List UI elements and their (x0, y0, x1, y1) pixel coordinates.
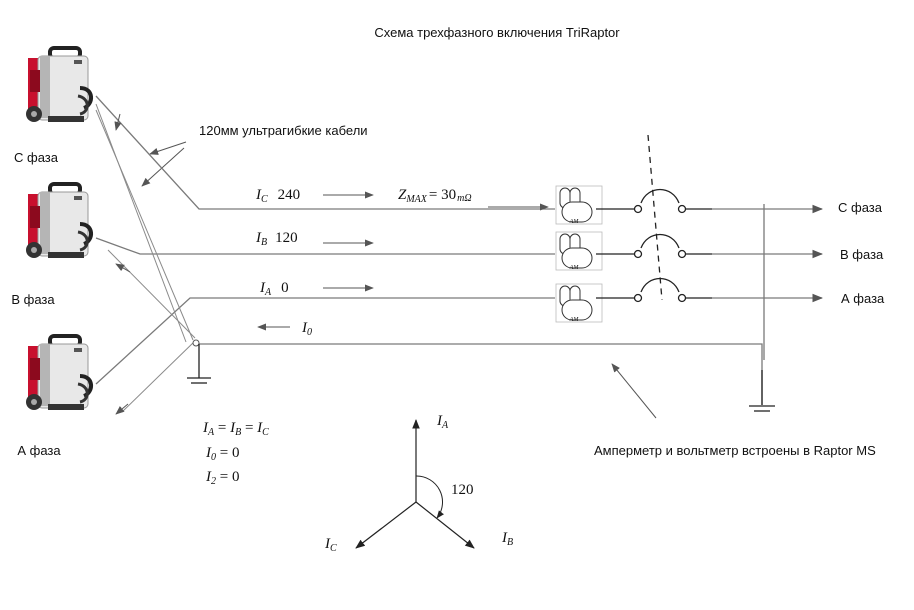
svg-text:IA0: IA0 (259, 280, 289, 298)
neutral-lead-c (95, 103, 187, 343)
cables-arrow-1 (149, 141, 187, 155)
diagram-title: Схема трехфазного включения TriRaptor (374, 25, 620, 40)
machine-c-phase (24, 46, 94, 124)
svg-text:IA = IB = IC: IA = IB = IC (202, 420, 269, 438)
zmax-label: ZMAX= 30mΩ (398, 187, 472, 205)
breaker-linkage (647, 134, 663, 301)
cables-arrow-2 (141, 147, 185, 187)
svg-text:I0 = 0: I0 = 0 (205, 445, 239, 463)
machine-b-phase (24, 182, 94, 260)
meter-c: AM (555, 185, 603, 225)
output-label-a: А фаза (841, 291, 885, 306)
unit-label-b: В фаза (11, 292, 55, 307)
equation-1: IA = IB = IC (202, 420, 269, 438)
output-label-b: В фаза (840, 247, 884, 262)
return-arrow-a (115, 403, 129, 415)
phasor-diagram: 120 IA IB IC (324, 413, 513, 554)
wire-a-phase (95, 297, 555, 385)
phasor-angle-label: 120 (451, 482, 474, 498)
cables-label: 120мм ультрагибкие кабели (199, 123, 368, 138)
meter-b: AM (555, 231, 603, 271)
wire-b-phase (95, 237, 555, 255)
svg-text:AM: AM (569, 265, 580, 271)
phasor-ic (355, 501, 417, 549)
meter-note: Амперметр и вольтметр встроены в Raptor … (594, 443, 876, 458)
svg-text:ZMAX= 30mΩ: ZMAX= 30mΩ (398, 187, 472, 205)
unit-label-a: А фаза (17, 443, 61, 458)
neutral-lead-c2 (95, 109, 194, 341)
meter-note-arrow (611, 363, 657, 419)
svg-text:I2 = 0: I2 = 0 (205, 469, 239, 487)
star-point (192, 339, 200, 347)
neutral-bus (196, 343, 763, 405)
phasor-label-a: IA (436, 413, 449, 431)
unit-label-c: С фаза (14, 150, 59, 165)
ground-left (187, 344, 211, 384)
phasor-label-c: IC (324, 536, 337, 554)
meter-a: AM (555, 283, 603, 323)
breaker-c (633, 188, 687, 214)
current-label-i0: I0 (301, 320, 312, 338)
equation-3: I2 = 0 (205, 469, 239, 487)
svg-text:I0: I0 (301, 320, 312, 338)
phasor-angle-arc (415, 475, 444, 519)
return-arrow-b (115, 263, 131, 273)
equation-2: I0 = 0 (205, 445, 239, 463)
ground-right (749, 370, 775, 412)
wire-c-phase (95, 95, 555, 210)
neutral-lead-b (107, 249, 196, 339)
machine-a-phase (24, 334, 94, 412)
return-arrow-c (114, 113, 122, 131)
breaker-b (633, 233, 687, 259)
svg-text:AM: AM (569, 317, 580, 323)
neutral-lead-a (121, 339, 197, 413)
phasor-ib (415, 501, 475, 549)
output-label-c: С фаза (838, 200, 883, 215)
phasor-label-b: IB (501, 530, 513, 548)
svg-text:AM: AM (569, 219, 580, 225)
